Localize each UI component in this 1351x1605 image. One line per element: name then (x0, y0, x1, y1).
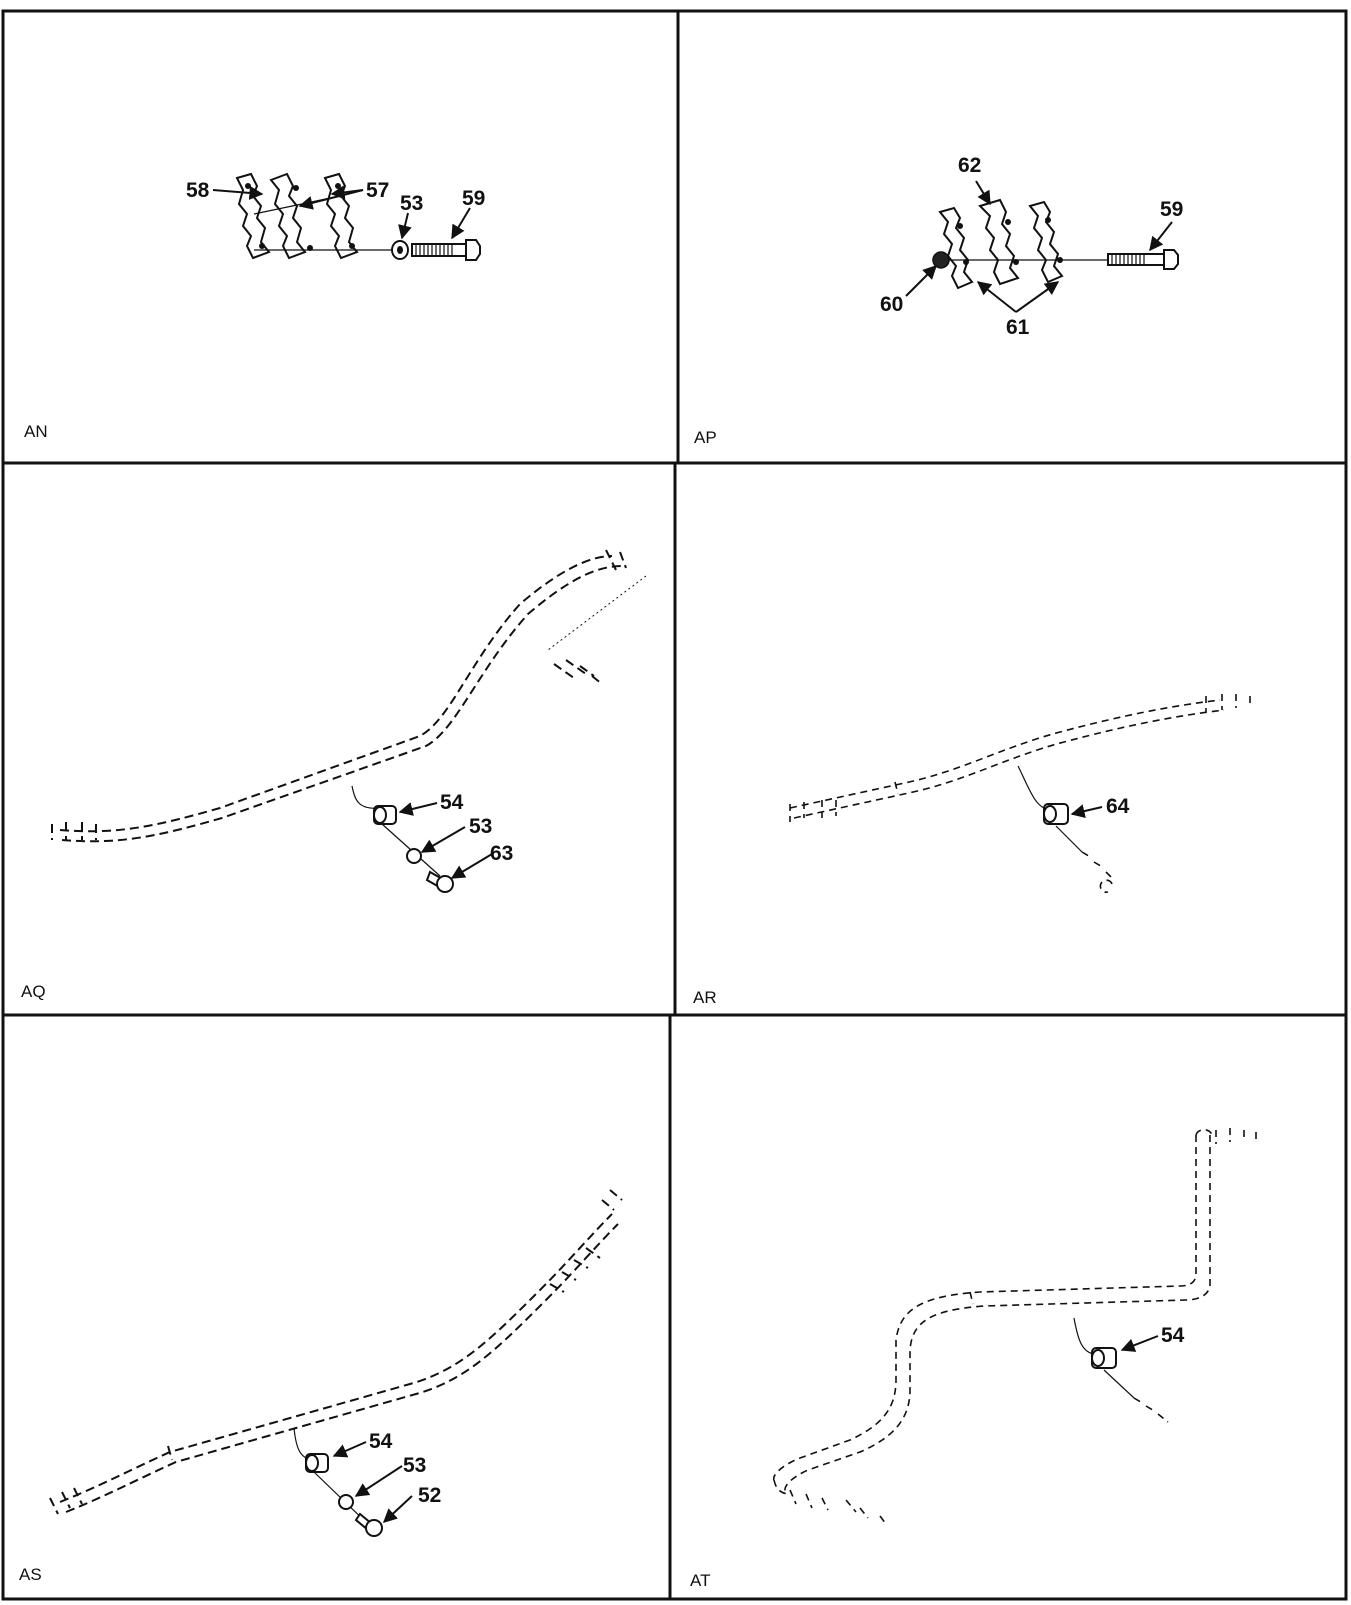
tube-aq (51, 549, 647, 843)
panel-as: 54 53 52 AS (19, 1189, 623, 1584)
callout-an-58: 58 (186, 179, 210, 202)
clip-54-at (1091, 1347, 1117, 1369)
screw-63-aq (425, 870, 454, 893)
clip-54-aq (373, 805, 397, 825)
callout-aq-63: 63 (490, 842, 513, 865)
panel-an: 58 57 53 59 AN (24, 172, 485, 441)
callout-ap-62: 62 (958, 154, 981, 177)
callout-as-52: 52 (418, 1484, 441, 1507)
washer-53-aq (406, 848, 422, 864)
panel-label-ap: AP (694, 428, 717, 447)
tube-as (49, 1189, 623, 1515)
clip-54-as (305, 1453, 329, 1473)
clip-64-ar (1043, 803, 1069, 825)
outer-frame (1, 9, 1348, 1601)
panel-label-ar: AR (693, 988, 717, 1007)
screw-52-as (354, 1512, 383, 1537)
panel-ap: 62 59 60 61 AP (694, 154, 1183, 447)
callout-aq-53: 53 (469, 815, 492, 838)
nut-60-ap (932, 251, 950, 269)
callout-an-59: 59 (462, 187, 485, 210)
tube-ar (789, 694, 1251, 822)
callout-ar-64: 64 (1106, 795, 1130, 818)
panel-aq: 54 53 63 AQ (21, 549, 647, 1001)
lead-wire-ar (1017, 765, 1051, 811)
callout-ap-60: 60 (880, 293, 903, 316)
bolt-59-an (411, 239, 481, 261)
callout-aq-54: 54 (440, 791, 464, 814)
callout-an-57: 57 (366, 179, 389, 202)
washer-53-as (338, 1494, 354, 1510)
clamp-assembly-ap (938, 198, 1108, 290)
callout-ap-61: 61 (1006, 316, 1030, 339)
callout-an-53: 53 (400, 192, 423, 215)
callout-as-53: 53 (403, 1454, 426, 1477)
panel-label-at: AT (690, 1571, 710, 1590)
panel-label-an: AN (24, 422, 48, 441)
panel-label-aq: AQ (21, 982, 46, 1001)
lead-wire-at (1073, 1317, 1095, 1355)
tube-at (772, 1128, 1257, 1525)
bolt-59-ap (1107, 249, 1179, 270)
callout-at-54: 54 (1161, 1324, 1185, 1347)
lead-wire-aq (351, 785, 381, 809)
callout-ap-59: 59 (1160, 198, 1183, 221)
callout-as-54: 54 (369, 1430, 393, 1453)
panel-at: 54 AT (690, 1128, 1257, 1590)
panel-ar: 64 AR (693, 694, 1251, 1007)
panel-label-as: AS (19, 1565, 42, 1584)
